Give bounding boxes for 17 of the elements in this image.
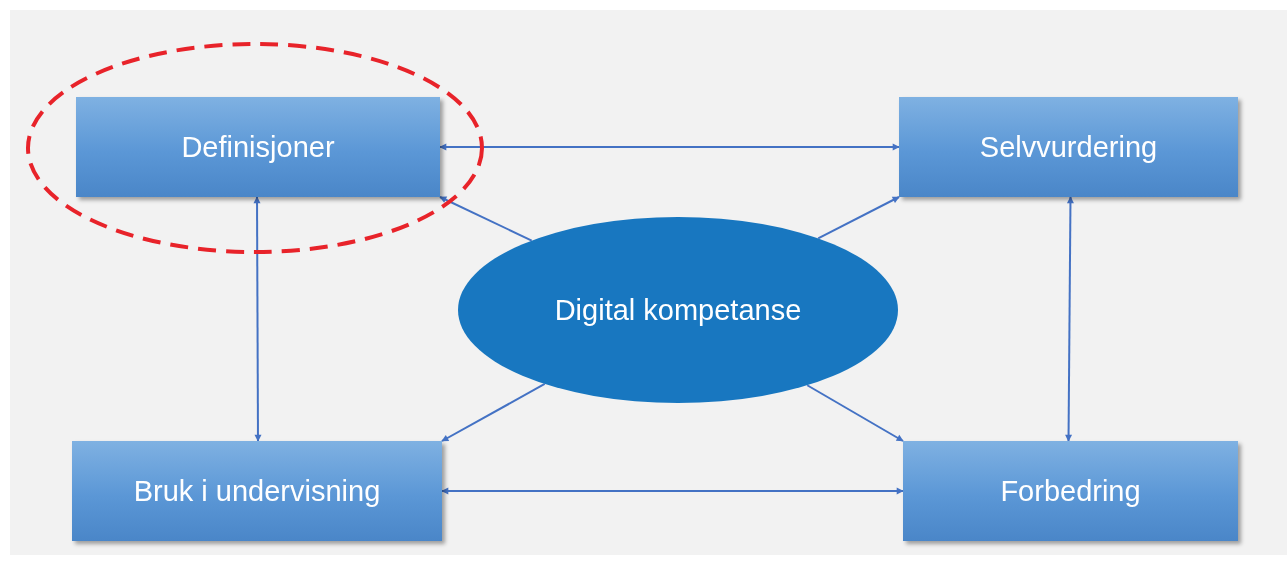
node-label: Bruk i undervisning: [132, 473, 382, 509]
arrow: [253, 196, 262, 442]
arrow: [441, 487, 904, 495]
arrow: [1065, 196, 1074, 442]
node-label: Selvvurdering: [978, 129, 1159, 165]
node-label: Digital kompetanse: [553, 292, 803, 328]
arrow: [806, 384, 904, 442]
arrow: [817, 196, 900, 240]
node-label: Definisjoner: [180, 129, 336, 165]
process-box: [72, 441, 442, 541]
process-box: [76, 97, 440, 197]
process-box: [899, 97, 1238, 197]
process-box: [903, 441, 1238, 541]
arrow: [441, 383, 546, 442]
arrow: [439, 196, 533, 242]
arrow: [439, 143, 900, 151]
node-label: Forbedring: [999, 473, 1142, 509]
